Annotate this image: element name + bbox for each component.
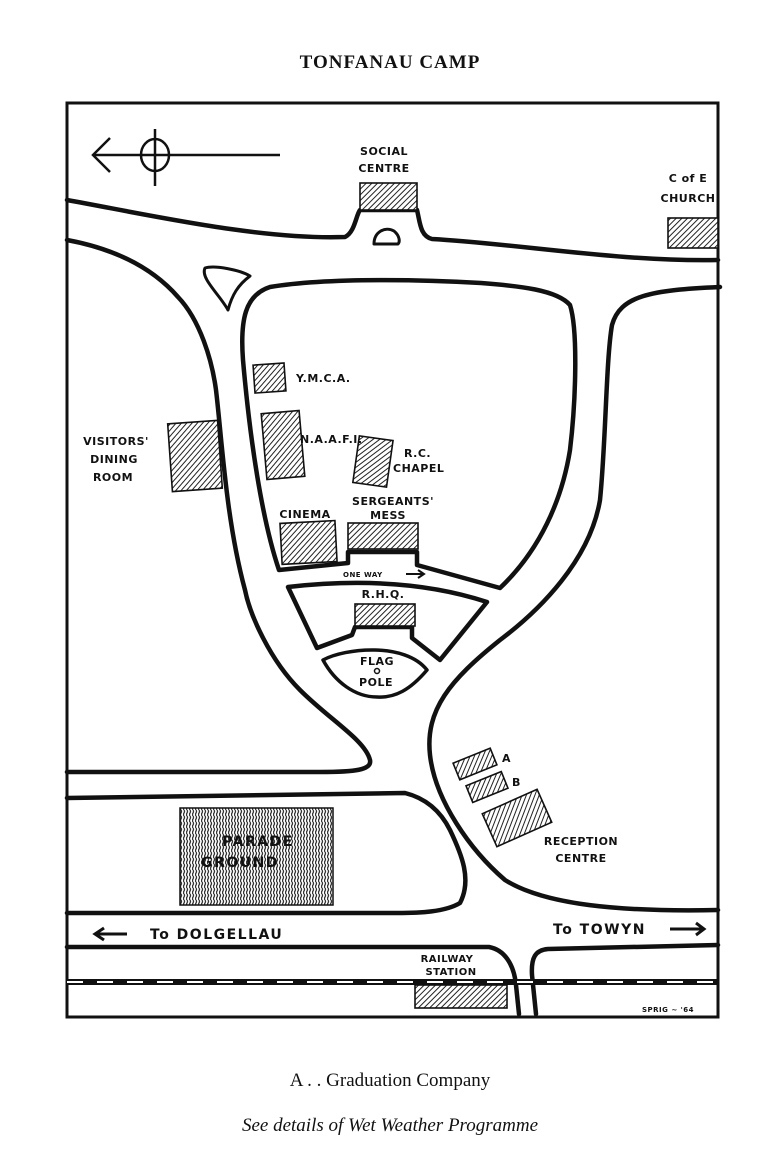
label-sergeants-2: MESS [370, 509, 406, 522]
one-way-arrow-icon [406, 569, 426, 579]
visitors-dining-room-building [166, 419, 224, 493]
cinema-building [279, 519, 338, 566]
label-naafi: N.A.A.F.I. [300, 433, 363, 446]
label-ymca: Y.M.C.A. [295, 372, 351, 385]
building-a [452, 747, 498, 781]
label-ground: GROUND [201, 855, 279, 871]
label-visitors-1: VISITORS' [83, 435, 149, 448]
label-b: B [512, 776, 521, 789]
rc-chapel-building [351, 434, 394, 489]
label-one-way: ONE WAY [343, 571, 383, 579]
label-sergeants-1: SERGEANTS' [352, 495, 434, 508]
label-reception-1: RECEPTION [544, 835, 618, 848]
north-arrow-icon [91, 129, 280, 186]
label-rhq: R.H.Q. [362, 588, 405, 601]
label-church-1: C of E [669, 172, 708, 185]
flag-pole-marker [373, 667, 381, 675]
label-visitors-2: DINING [90, 453, 138, 466]
label-visitors-3: ROOM [93, 471, 133, 484]
rhq-building [354, 603, 416, 627]
naafi-building [260, 409, 306, 481]
railway-station-building [414, 984, 508, 1009]
label-to-towyn: To TOWYN [553, 922, 646, 938]
label-railway: RAILWAY [421, 954, 474, 965]
label-pole: POLE [359, 676, 393, 689]
label-to-dolgellau: To DOLGELLAU [150, 927, 283, 943]
label-social-centre-2: CENTRE [358, 162, 409, 175]
label-station: STATION [425, 967, 476, 978]
arrow-right-icon [670, 921, 707, 937]
artist-signature: SPRIG ~ '64 [642, 1006, 694, 1014]
legend-caption: A . . Graduation Company [289, 1070, 491, 1091]
reception-centre-building [481, 788, 553, 848]
label-reception-2: CENTRE [555, 852, 606, 865]
label-social-centre-1: SOCIAL [360, 145, 408, 158]
note-caption: See details of Wet Weather Programme [241, 1115, 539, 1136]
ymca-building [252, 362, 287, 394]
c-of-e-church-building [667, 217, 719, 249]
label-church-2: CHURCH [661, 192, 716, 205]
map-title: TONFANAU CAMP [299, 52, 481, 73]
label-flag: FLAG [360, 655, 394, 668]
label-parade: PARADE [222, 834, 294, 850]
label-cinema: CINEMA [279, 508, 330, 521]
arrow-left-icon [92, 926, 127, 942]
social-centre-building [359, 182, 418, 211]
label-rc-chapel-2: CHAPEL [393, 462, 444, 475]
map-frame [65, 101, 720, 1019]
parade-ground [179, 807, 334, 906]
label-rc-chapel-1: R.C. [404, 447, 431, 460]
label-a: A [502, 752, 511, 765]
sergeants-mess-building [347, 522, 419, 550]
building-b [464, 770, 510, 804]
